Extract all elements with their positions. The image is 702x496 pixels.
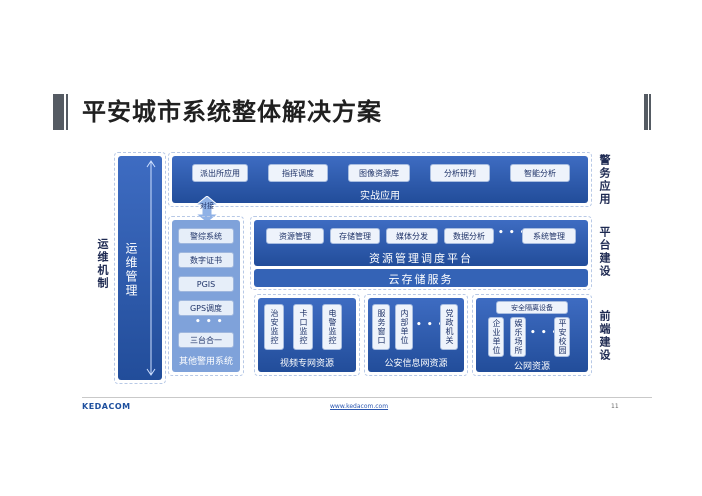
video-network-panel <box>254 294 360 376</box>
other-item-1: 警综系统 <box>178 228 234 244</box>
platform-item-5: 系统管理 <box>522 228 576 244</box>
public-item-2: 娱乐场所 <box>510 317 526 357</box>
public-network-box: 安全隔离设备 企业单位 娱乐场所 • • • 平安校园 公网资源 <box>476 298 588 372</box>
ops-management-label: 运维管理 <box>124 242 138 298</box>
video-item-3: 电警监控 <box>322 304 342 350</box>
video-network-label: 视频专网资源 <box>279 359 334 369</box>
ops-mechanism-label: 运维机制 <box>96 238 109 290</box>
platform-ellipsis: • • • <box>498 228 527 238</box>
info-ellipsis: • • • <box>416 320 445 330</box>
title-accent-right <box>644 94 651 130</box>
cloud-storage-label: 云存储服务 <box>388 273 454 286</box>
page-title: 平安城市系统整体解决方案 <box>82 98 382 126</box>
connector-label: 对接 <box>200 202 214 210</box>
info-network-label: 公安信息网资源 <box>384 359 448 369</box>
footer-divider <box>82 397 652 398</box>
police-app-label: 警务应用 <box>598 154 611 206</box>
other-systems-box: 警综系统 数字证书 PGIS GPS调度 • • • 三台合一 其他警用系统 <box>172 220 240 372</box>
platform-item-3: 媒体分发 <box>386 228 438 244</box>
platform-panel <box>250 216 592 290</box>
video-item-2: 卡口监控 <box>293 304 313 350</box>
combat-item-4: 分析研判 <box>430 164 490 182</box>
public-item-3: 平安校园 <box>554 317 570 357</box>
video-network-box: 治安监控 卡口监控 电警监控 视频专网资源 <box>258 298 356 372</box>
info-item-3: 党政机关 <box>440 304 458 350</box>
ops-management-column: 运维管理 <box>118 156 162 380</box>
public-item-1: 企业单位 <box>488 317 504 357</box>
other-item-3: PGIS <box>178 276 234 292</box>
info-item-1: 服务窗口 <box>372 304 390 350</box>
title-accent-left <box>53 94 68 130</box>
public-network-label: 公网资源 <box>513 362 550 372</box>
info-item-2: 内部单位 <box>395 304 413 350</box>
platform-box: 资源管理 存储管理 媒体分发 数据分析 • • • 系统管理 资源管理调度平台 <box>254 220 588 266</box>
public-ellipsis: • • • <box>530 328 559 338</box>
frontend-build-label: 前端建设 <box>598 310 611 362</box>
platform-item-4: 数据分析 <box>444 228 494 244</box>
security-gateway: 安全隔离设备 <box>496 301 568 314</box>
public-network-panel <box>472 294 592 376</box>
footer-url-link[interactable]: www.kedacom.com <box>330 403 389 410</box>
cloud-storage-box: 云存储服务 <box>254 269 588 287</box>
combat-app-box: 派出所应用 指挥调度 图像资源库 分析研判 智能分析 实战应用 <box>172 156 588 203</box>
other-ellipsis: • • • <box>195 317 224 327</box>
combat-item-2: 指挥调度 <box>268 164 328 182</box>
double-arrow-icon <box>146 160 156 376</box>
other-item-5: 三台合一 <box>178 332 234 348</box>
info-network-box: 服务窗口 内部单位 • • • 党政机关 公安信息网资源 <box>368 298 464 372</box>
platform-label: 资源管理调度平台 <box>369 252 473 265</box>
ops-panel <box>114 152 166 384</box>
other-systems-panel <box>168 216 244 376</box>
platform-build-label: 平台建设 <box>598 226 611 278</box>
platform-item-1: 资源管理 <box>266 228 324 244</box>
other-systems-label: 其他警用系统 <box>178 357 233 367</box>
combat-item-5: 智能分析 <box>510 164 570 182</box>
kedacom-logo: KEDACOM <box>82 402 131 411</box>
combat-panel <box>168 152 592 207</box>
video-item-1: 治安监控 <box>264 304 284 350</box>
platform-item-2: 存储管理 <box>330 228 380 244</box>
combat-item-3: 图像资源库 <box>348 164 410 182</box>
other-item-2: 数字证书 <box>178 252 234 268</box>
info-network-panel <box>364 294 468 376</box>
page-number: 11 <box>611 403 619 410</box>
combat-label: 实战应用 <box>360 191 400 202</box>
other-item-4: GPS调度 <box>178 300 234 316</box>
combat-item-1: 派出所应用 <box>192 164 248 182</box>
